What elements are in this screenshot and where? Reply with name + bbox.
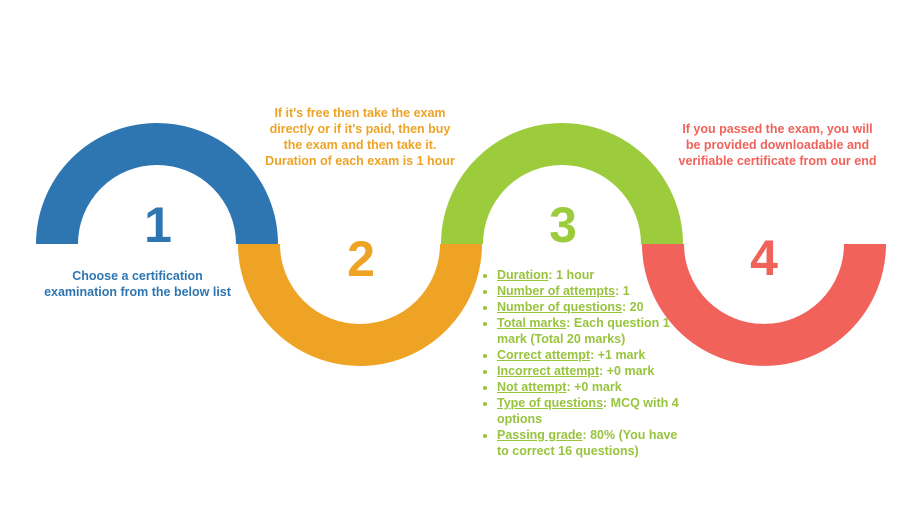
step-2-line: Duration of each exam is 1 hour	[265, 154, 455, 168]
detail-key: Type of questions	[497, 396, 604, 410]
detail-value: : +0 mark	[599, 364, 655, 378]
detail-correct-attempt: Correct attempt: +1 mark	[497, 347, 687, 363]
detail-value: : 1 hour	[548, 268, 595, 282]
step-1-line: examination from the below list	[44, 285, 231, 299]
step-4-line: If you passed the exam, you will	[682, 122, 873, 136]
detail-total-marks: Total marks: Each question 1 mark (Total…	[497, 315, 687, 347]
detail-value: : +0 mark	[566, 380, 622, 394]
detail-value: : Each question 1 mark (Total 20 marks)	[497, 316, 670, 346]
detail-incorrect-attempt: Incorrect attempt: +0 mark	[497, 363, 687, 379]
detail-duration: Duration: 1 hour	[497, 267, 687, 283]
detail-key: Number of attempts	[497, 284, 616, 298]
step-3-number: 3	[549, 197, 577, 253]
detail-value: : 80% (You have to correct 16 questions)	[497, 428, 678, 458]
detail-questions: Number of questions: 20	[497, 299, 687, 315]
detail-attempts: Number of attempts: 1	[497, 283, 687, 299]
detail-key: Passing grade	[497, 428, 583, 442]
step-1-number: 1	[144, 197, 172, 253]
detail-key: Incorrect attempt	[497, 364, 600, 378]
step-4-line: verifiable certificate from our end	[678, 154, 877, 168]
detail-not-attempt: Not attempt: +0 mark	[497, 379, 687, 395]
step-4-number: 4	[750, 230, 778, 286]
step-2-line: If it's free then take the exam	[274, 106, 446, 120]
step-1-description: Choose a certification examination from …	[20, 268, 255, 300]
arc-step-3	[441, 123, 683, 245]
arc-step-1	[36, 123, 278, 245]
step-3-details-list: Duration: 1 hour Number of attempts: 1 N…	[480, 267, 687, 459]
step-2-number: 2	[347, 231, 375, 287]
step-2-description: If it's free then take the exam directly…	[240, 105, 480, 169]
detail-value: : +1 mark	[590, 348, 646, 362]
detail-value: : MCQ with 4 options	[497, 396, 679, 426]
detail-question-type: Type of questions: MCQ with 4 options	[497, 395, 687, 427]
step-2-line: directly or if it's paid, then buy	[269, 122, 451, 136]
step-1-line: Choose a certification	[72, 269, 203, 283]
detail-key: Correct attempt	[497, 348, 591, 362]
detail-value: : 1	[615, 284, 630, 298]
arc-step-4	[642, 243, 886, 366]
step-4-description: If you passed the exam, you will be prov…	[660, 121, 895, 169]
detail-key: Number of questions	[497, 300, 623, 314]
detail-key: Not attempt	[497, 380, 567, 394]
arc-step-2	[238, 243, 482, 366]
detail-passing-grade: Passing grade: 80% (You have to correct …	[497, 427, 687, 459]
step-4-line: be provided downloadable and	[685, 138, 870, 152]
detail-value: : 20	[622, 300, 644, 314]
detail-key: Duration	[497, 268, 549, 282]
step-2-line: the exam and then take it.	[283, 138, 437, 152]
detail-key: Total marks	[497, 316, 567, 330]
